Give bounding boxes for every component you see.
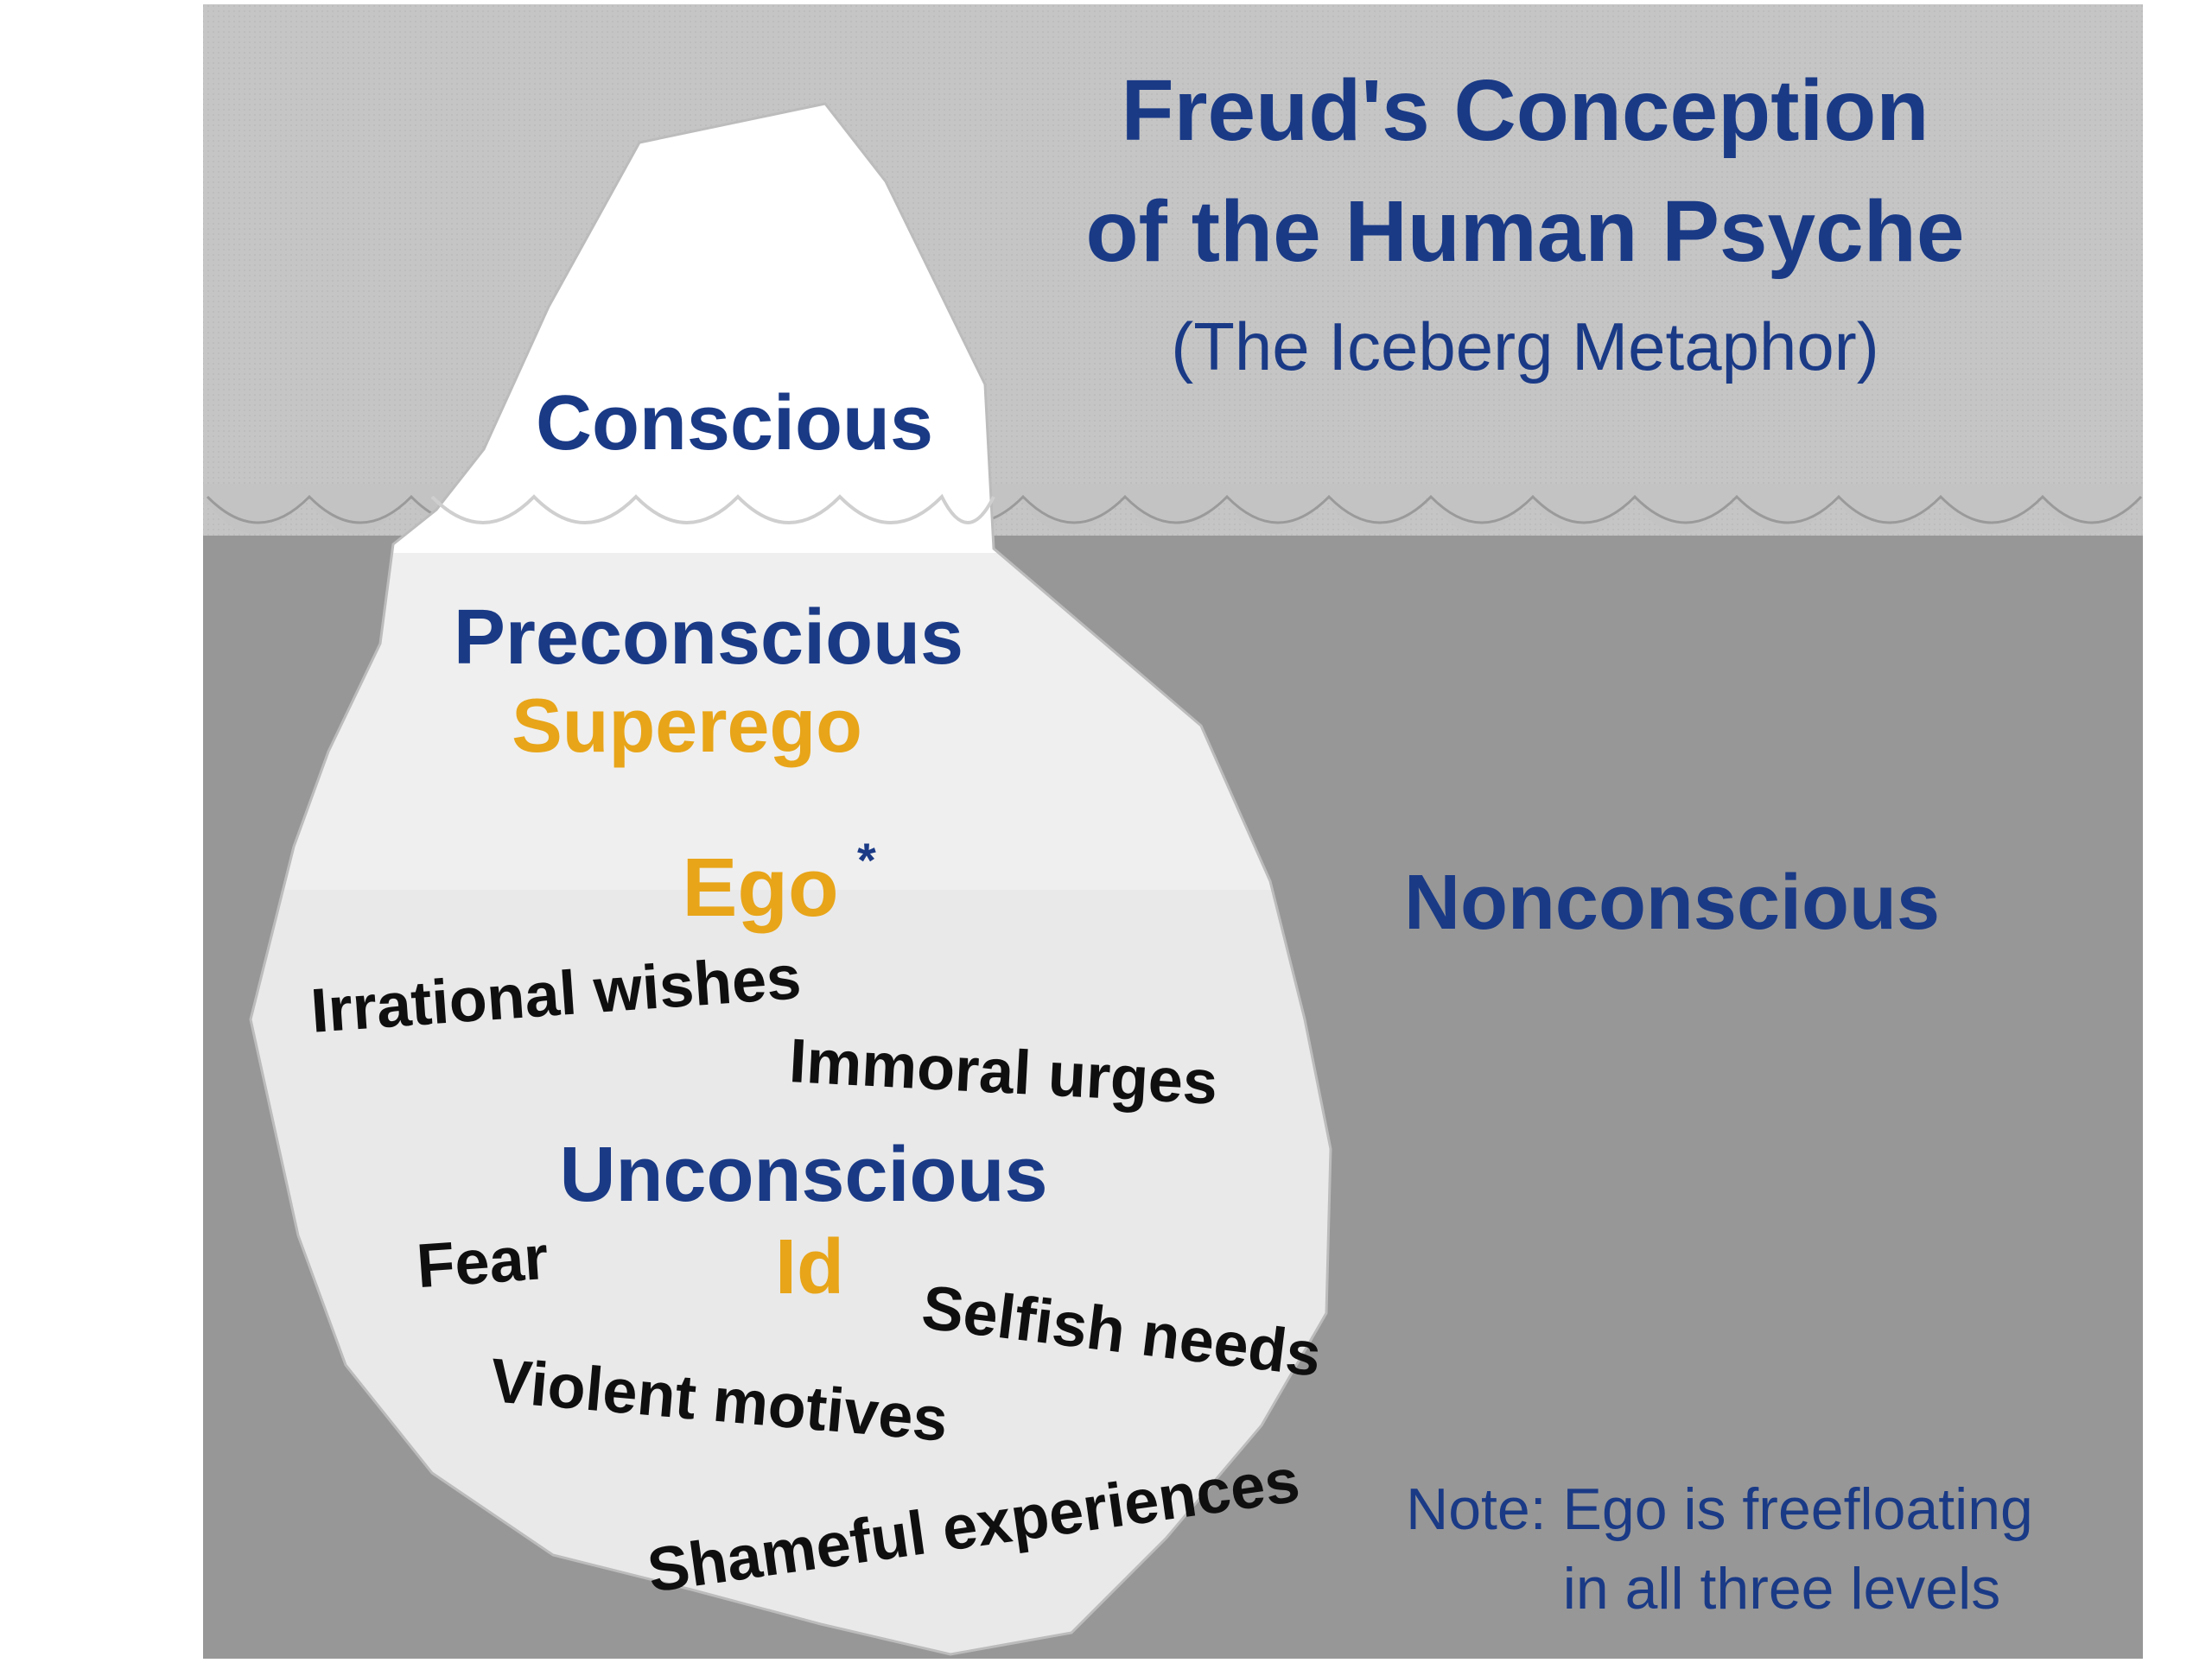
title-subtitle: (The Iceberg Metaphor) [1171, 308, 1878, 384]
label-superego: Superego [512, 682, 862, 768]
label-ego: Ego [682, 841, 838, 934]
label-nonconscious: Nonconscious [1404, 860, 1940, 946]
label-id: Id [775, 1224, 844, 1311]
label-unconscious: Unconscious [559, 1132, 1047, 1218]
ego-asterisk: * [857, 833, 876, 887]
title-line-1: Freud's Conception [1122, 62, 1929, 159]
label-preconscious: Preconscious [454, 594, 963, 681]
iceberg-wave-line [430, 493, 995, 524]
iceberg-outline [249, 102, 1332, 1656]
label-conscious: Conscious [536, 380, 933, 467]
note-line-2: in all three levels [1563, 1556, 2000, 1622]
label-fear: Fear [415, 1223, 550, 1301]
title-line-2: of the Human Psyche [1086, 183, 1965, 280]
note-line-1: Note: Ego is freefloating [1406, 1476, 2033, 1542]
